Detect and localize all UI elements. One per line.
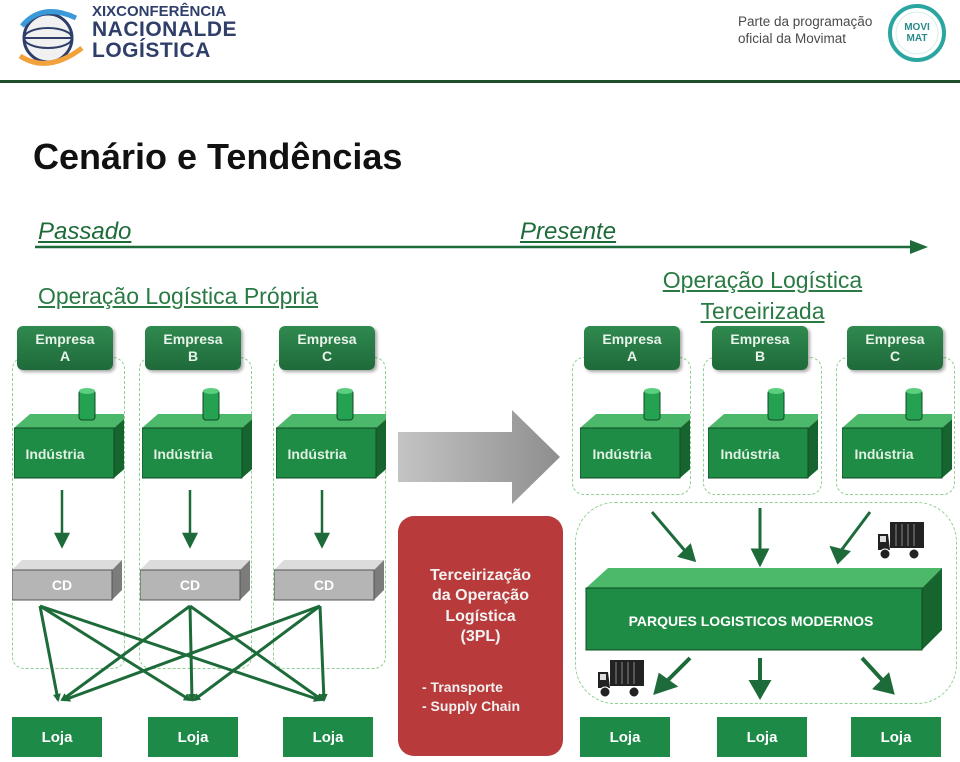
factory-right-b [708,388,818,479]
industry-label-right-a: Indústria [592,446,652,462]
outsourcing-item-supply-chain: - Supply Chain [422,697,520,714]
store-left-a: Loja [12,717,102,757]
truck-icon-bottom [598,660,644,698]
cd-label-c: CD [313,577,335,593]
company-c-right: Empresa C [847,326,943,370]
page-title: Cenário e Tendências [33,136,403,177]
conference-line-3: LOGÍSTICA [92,39,211,62]
cd-box-b [140,560,250,601]
outsourcing-title: Terceirização da Operação Logística (3PL… [429,567,532,646]
right-heading: Operação Logística Terceirizada [640,265,885,327]
industry-label-left-a: Indústria [25,446,85,462]
right-heading-line-2: Terceirizada [700,298,825,325]
parks-outline [575,502,957,704]
factory-left-c [276,388,386,479]
present-label: Presente [520,218,617,245]
logistics-parks-label: PARQUES LOGISTICOS MODERNOS [628,613,874,629]
company-b-right: Empresa B [712,326,808,370]
cd-box-a [12,560,122,601]
company-c-left: Empresa C [279,326,375,370]
factory-left-b [142,388,252,479]
outsourcing-box: Terceirização da Operação Logística (3PL… [398,516,563,756]
outsourcing-item-transport: - Transporte [422,678,503,695]
factory-right-a [580,388,690,479]
distribution-arrows [38,604,328,702]
industry-label-left-c: Indústria [287,446,347,462]
cd-label-b: CD [179,577,201,593]
flow-arrows-right-in [650,508,872,568]
store-right-b: Loja [717,717,807,757]
store-right-a: Loja [580,717,670,757]
company-b-left: Empresa B [145,326,241,370]
store-left-b: Loja [148,717,238,757]
header-divider [0,80,960,83]
industry-label-left-b: Indústria [153,446,213,462]
cd-box-c [274,560,384,601]
conference-line-2: NACIONALDE [92,18,237,41]
movimat-line-2: oficial da Movimat [738,30,847,46]
movimat-logo: MOVI MAT [886,2,948,64]
conference-line-1: XIXCONFERÊNCIA [92,3,227,20]
factory-right-c [842,388,952,479]
movimat-line-1: Parte da programação [738,14,873,29]
conference-title: XIXCONFERÊNCIA NACIONALDE LOGÍSTICA [92,4,237,61]
movimat-logo-text: MOVI MAT [904,22,930,44]
timeline-arrow [35,240,928,254]
cd-label-a: CD [51,577,73,593]
movimat-note: Parte da programação oficial da Movimat [738,14,872,48]
left-heading: Operação Logística Própria [38,283,318,309]
flow-arrows-left [53,490,331,549]
right-heading-line-1: Operação Logística [662,267,863,293]
company-a-left: Empresa A [17,326,113,370]
transition-arrow [398,410,560,504]
outsourcing-items: - Transporte - Supply Chain [398,678,563,716]
logistics-parks-box [585,568,942,651]
store-left-c: Loja [283,717,373,757]
truck-icon [878,522,924,560]
flow-arrows-right-out [653,656,895,701]
factory-left-a [14,388,124,479]
company-a-right: Empresa A [584,326,680,370]
conference-logo [12,4,92,74]
store-right-c: Loja [851,717,941,757]
industry-label-right-b: Indústria [720,446,780,462]
industry-label-right-c: Indústria [854,446,914,462]
past-label: Passado [38,218,132,245]
